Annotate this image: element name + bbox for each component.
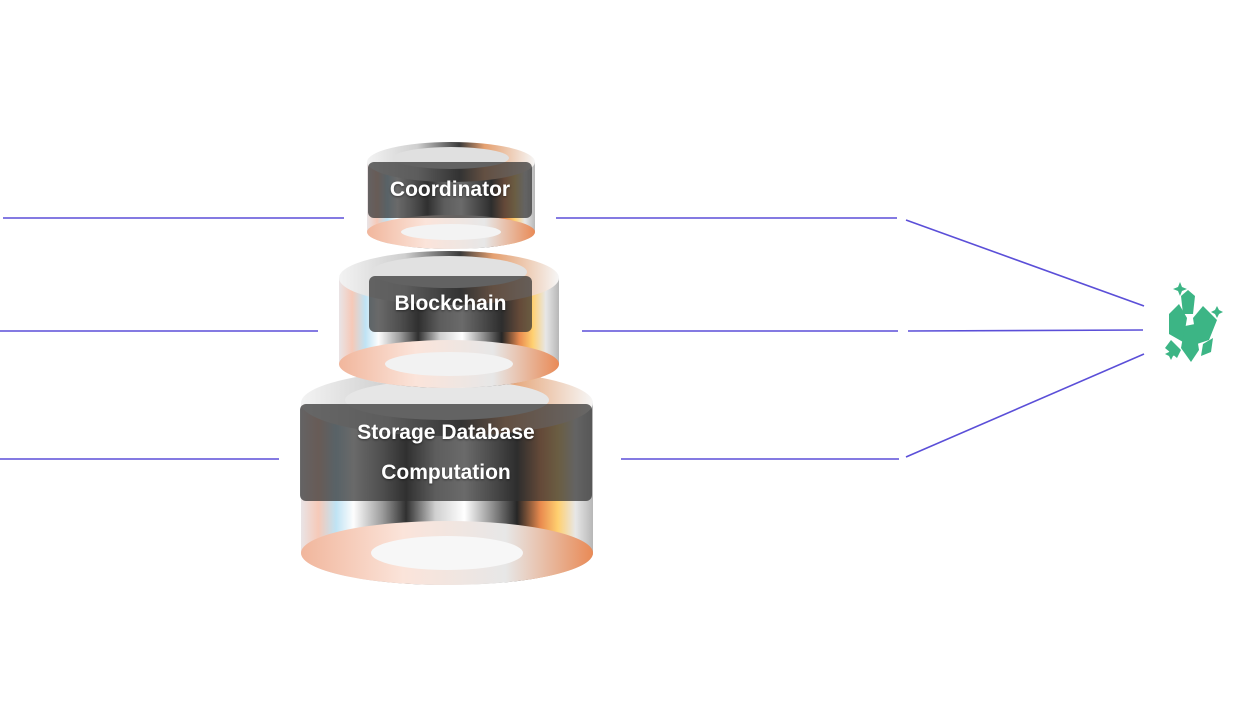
coordinator-label: Coordinator [368,162,532,218]
connector-lines [0,217,1145,460]
blockchain-label-text: Blockchain [394,292,507,315]
connector-diag-top [905,219,1145,307]
connector-diag-mid [907,329,1144,332]
coordinator-label-text: Coordinator [389,178,511,201]
storage-label-line-1: Storage Database [357,420,535,444]
connector-diag-bottom [905,353,1145,458]
green-crystal-logo-icon [1165,282,1223,362]
blockchain-label: Blockchain [369,276,532,332]
storage-label: Storage Database Computation [300,404,592,501]
storage-label-line-2: Computation [381,460,511,484]
